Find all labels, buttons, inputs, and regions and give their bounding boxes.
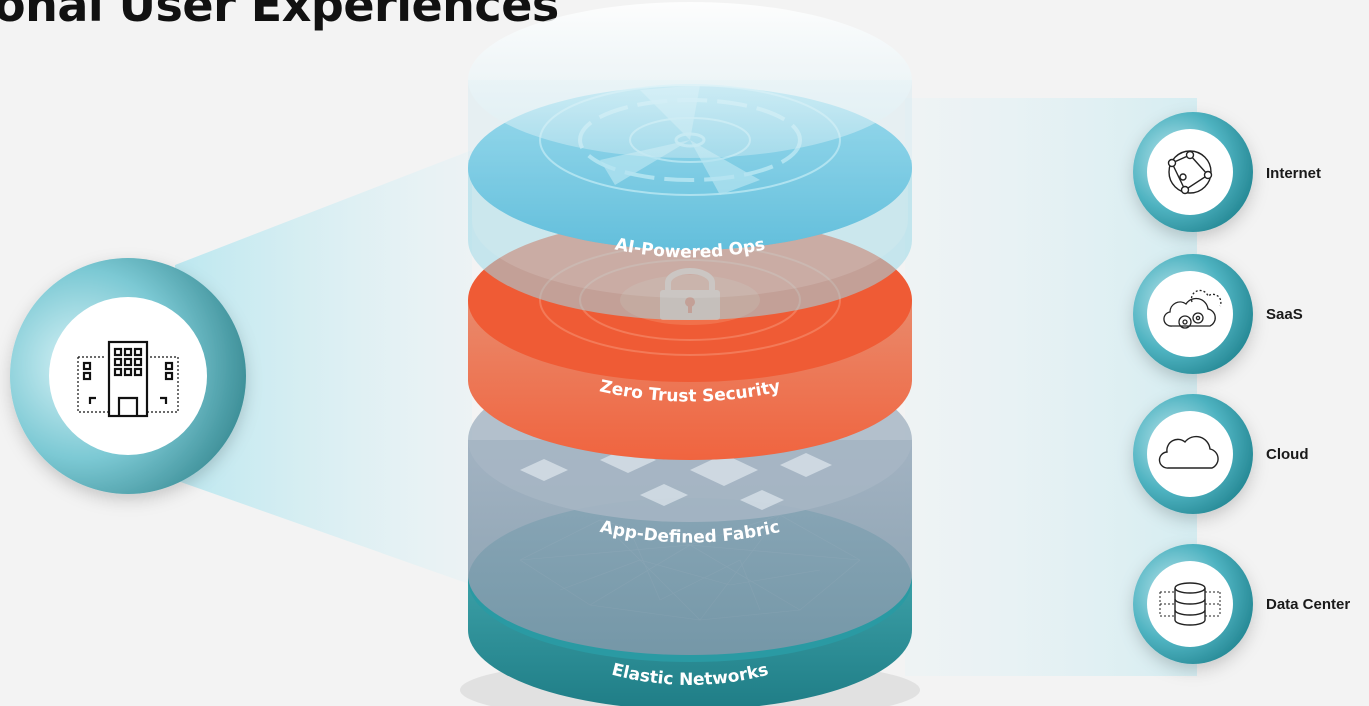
destination-label-data-center: Data Center [1266,596,1351,613]
destination-label-cloud: Cloud [1266,446,1309,463]
stack-glass-cap [468,2,912,250]
left-connector-beam [175,150,472,585]
building-icon [77,340,179,418]
destination-internet[interactable] [1133,112,1253,232]
cloud-icon [1158,435,1219,469]
destination-saas[interactable] [1133,254,1253,374]
database-icon [1159,582,1221,626]
cloud-gears-icon [1163,289,1222,329]
globe-network-icon [1167,150,1213,195]
destination-label-internet: Internet [1266,165,1322,182]
destination-label-saas: SaaS [1266,306,1303,323]
destination-cloud[interactable] [1133,394,1253,514]
page-title: onal User Experiences [0,0,559,32]
